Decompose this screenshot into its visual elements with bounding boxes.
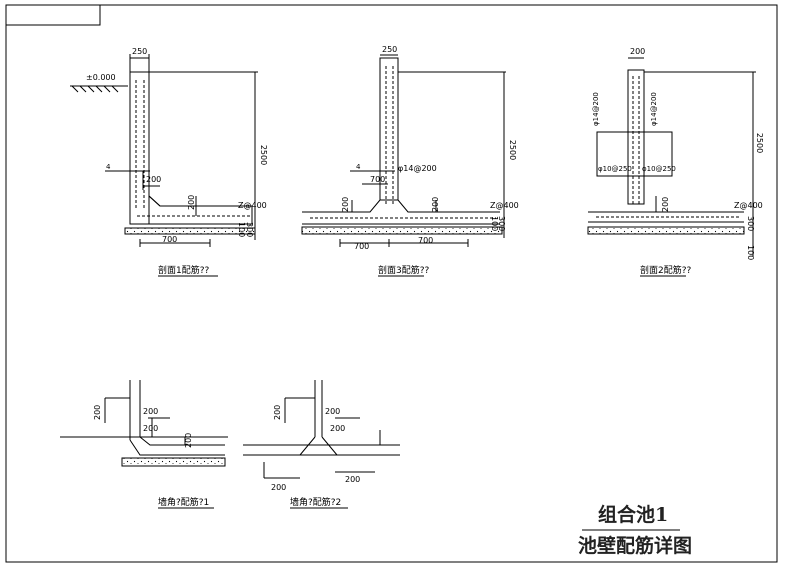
c2-dim-5: 200 — [345, 475, 360, 484]
d3-dim-haunch-h2: 200 — [431, 197, 440, 212]
detail-3 — [301, 54, 506, 247]
d3-dim-top: 250 — [382, 45, 397, 54]
c1-caption: 墙角?配筋?1 — [158, 496, 209, 508]
d2-dim-height: 2500 — [755, 133, 764, 153]
d3-dim-haunch-h: 200 — [341, 197, 350, 212]
d3-dim-height: 2500 — [508, 140, 517, 160]
d2-bar-horiz-right: φ10@250 — [642, 165, 676, 173]
sheet-border — [5, 4, 778, 563]
d3-dim-slab: 300 — [497, 216, 506, 231]
d2-caption: 剖面2配筋?? — [640, 264, 692, 276]
d1-dim-base: 100 — [237, 222, 246, 237]
d3-dim-left: 700 — [354, 242, 369, 251]
ground-hatch — [70, 85, 128, 93]
d2-dim-slab: 300 — [746, 216, 755, 231]
d2-dim-top: 200 — [630, 47, 645, 56]
d1-dim-bottom: 700 — [162, 235, 177, 244]
corner-2 — [243, 380, 400, 479]
d1-dim-haunch-h: 200 — [187, 195, 196, 210]
d3-dim-haunch-w: 700 — [370, 175, 385, 184]
d2-dim-haunch-h: 200 — [661, 197, 670, 212]
c2-dim-3: 200 — [330, 424, 345, 433]
d1-dim-haunch-w: 200 — [146, 175, 161, 184]
d1-dim-top: 250 — [132, 47, 147, 56]
d3-caption: 剖面3配筋?? — [378, 264, 430, 276]
d1-top-bar: Z@400 — [238, 201, 267, 210]
c2-caption: 墙角?配筋?2 — [290, 496, 341, 508]
drawing-title-line2: 池壁配筋详图 — [578, 534, 692, 557]
detail-1 — [70, 54, 258, 247]
c2-dim-4: 200 — [271, 483, 286, 492]
c1-dim-4: 200 — [184, 433, 193, 448]
d2-bar-horiz-left: φ10@250 — [598, 165, 632, 173]
d2-top-bar: Z@400 — [734, 201, 763, 210]
d3-marker: 4 — [356, 163, 361, 171]
detail-2 — [587, 57, 756, 256]
drawing-title-line1: 组合池1 — [598, 503, 668, 526]
d1-marker: 4 — [106, 163, 111, 171]
d3-dim-base: 100 — [490, 216, 499, 231]
c1-dim-1: 200 — [93, 405, 102, 420]
d1-level: ±0.000 — [86, 73, 116, 82]
c2-dim-2: 200 — [325, 407, 340, 416]
d3-dim-right: 700 — [418, 236, 433, 245]
corner-1 — [60, 380, 228, 467]
d3-bar-spec: φ14@200 — [398, 164, 437, 173]
d1-caption: 剖面1配筋?? — [158, 264, 210, 276]
c1-dim-2: 200 — [143, 407, 158, 416]
c1-dim-3: 200 — [143, 424, 158, 433]
d2-bar-vert-left: φ14@200 — [592, 92, 600, 126]
d1-dim-slab: 300 — [245, 222, 254, 237]
d2-bar-vert-right: φ14@200 — [650, 92, 658, 126]
d1-dim-height: 2500 — [259, 145, 268, 165]
c2-dim-1: 200 — [273, 405, 282, 420]
d3-top-bar: Z@400 — [490, 201, 519, 210]
d2-dim-base: 100 — [746, 245, 755, 260]
